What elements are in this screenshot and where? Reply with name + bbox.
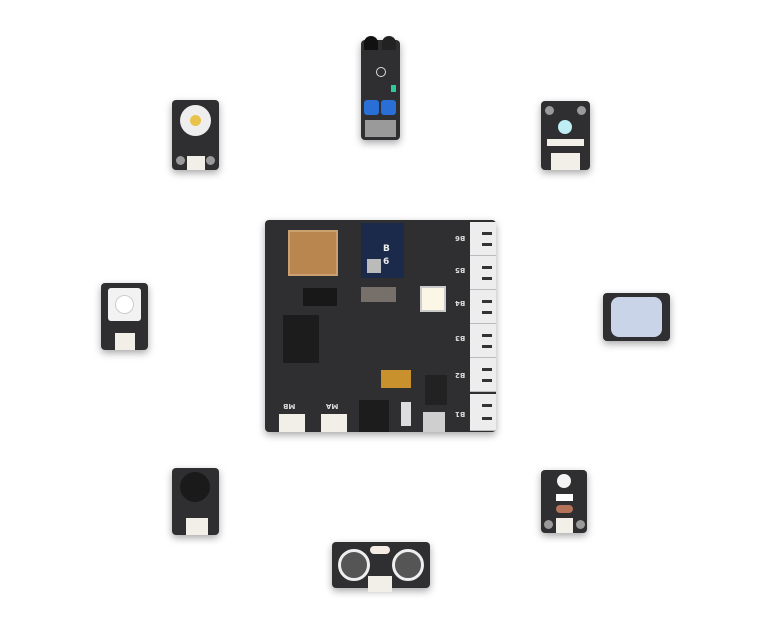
port-b4[interactable] bbox=[470, 290, 496, 324]
line-tracking-sensor bbox=[361, 36, 400, 140]
bluetooth-label: B 6 bbox=[383, 244, 390, 267]
header-pins bbox=[303, 288, 337, 306]
switch bbox=[361, 287, 396, 302]
port-label-b4: B4 bbox=[455, 299, 466, 307]
buzzer-module bbox=[172, 468, 219, 535]
port-b6[interactable] bbox=[470, 222, 496, 256]
light-sensor-module bbox=[541, 470, 587, 533]
port-label-b2: B2 bbox=[455, 371, 466, 379]
button-module bbox=[101, 283, 148, 350]
pir-motion-sensor bbox=[603, 293, 670, 341]
usb-port bbox=[359, 400, 389, 432]
motor-label-mb: MB bbox=[283, 402, 296, 410]
potentiometer[interactable] bbox=[364, 100, 379, 115]
motor-port-ma[interactable] bbox=[321, 414, 347, 432]
port-label-b1: B1 bbox=[455, 410, 466, 418]
motor-label-ma: MA bbox=[326, 402, 339, 410]
port-b2[interactable] bbox=[470, 358, 496, 392]
bluetooth-module: B 6 bbox=[361, 223, 404, 278]
port-b1[interactable] bbox=[470, 394, 496, 431]
port-label-b3: B3 bbox=[455, 334, 466, 342]
flash-chip bbox=[288, 230, 338, 276]
port-label-b6: B6 bbox=[455, 234, 466, 242]
ultrasonic-transducer bbox=[392, 549, 424, 581]
port-b5[interactable] bbox=[470, 256, 496, 290]
ultrasonic-sensor bbox=[332, 542, 430, 592]
motor-port-mb[interactable] bbox=[279, 414, 305, 432]
potentiometer[interactable] bbox=[381, 100, 396, 115]
driver-chip bbox=[283, 315, 319, 363]
ir-receiver-module bbox=[541, 101, 590, 170]
ultrasonic-transducer bbox=[338, 549, 370, 581]
main-controller-board: B 6 MB MA B6 B5 B4 B3 B2 B1 bbox=[265, 220, 496, 432]
port-b3[interactable] bbox=[470, 324, 496, 358]
led-module bbox=[172, 100, 219, 170]
port-label-b5: B5 bbox=[455, 266, 466, 274]
mcu-chip bbox=[420, 286, 446, 312]
